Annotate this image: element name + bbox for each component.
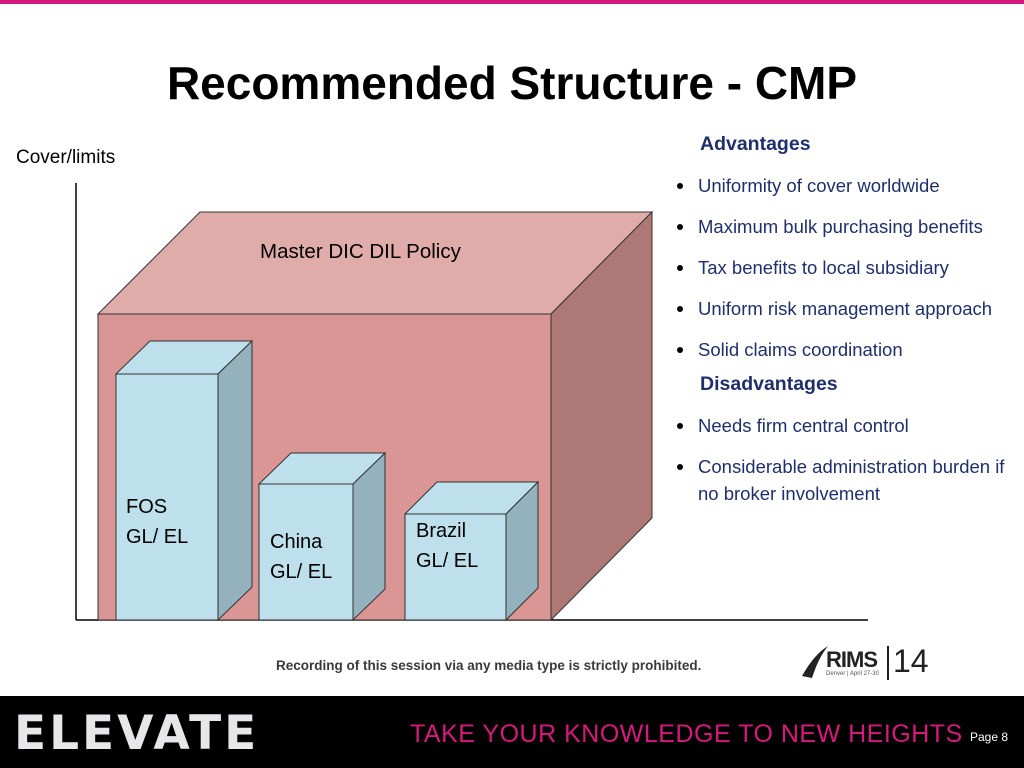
top-accent-rule: [0, 0, 1024, 4]
brazil-label-line1: Brazil: [416, 520, 467, 542]
fos-box-front: [115, 373, 219, 621]
disadvantages-list: Needs firm central control Considerable …: [674, 412, 1014, 507]
fos-box-label: FOS GL/ EL: [126, 492, 188, 552]
rims-swoosh-icon: [802, 646, 828, 678]
disadvantage-item: Needs firm central control: [674, 412, 1014, 439]
rims-logo-text: RIMS: [826, 647, 878, 672]
china-label-line2: GL/ EL: [270, 561, 333, 583]
disadvantage-item: Considerable administration burden if no…: [674, 453, 1014, 507]
advantage-item: Uniformity of cover worldwide: [674, 172, 1014, 199]
fos-box-side: [217, 339, 253, 622]
axis-label: Cover/limits: [16, 147, 116, 168]
advantage-item: Uniform risk management approach: [674, 295, 1014, 322]
pros-cons-panel: Advantages Uniformity of cover worldwide…: [674, 133, 1014, 507]
slide-title: Recommended Structure - CMP: [166, 57, 858, 109]
footer-bar: ELEVATE TAKE YOUR KNOWLEDGE TO NEW HEIGH…: [0, 696, 1024, 768]
brazil-box-front: [404, 513, 507, 621]
master-policy-label: Master DIC DIL Policy: [260, 240, 461, 263]
advantage-item: Tax benefits to local subsidiary: [674, 254, 1014, 281]
advantages-list: Uniformity of cover worldwide Maximum bu…: [674, 172, 1014, 363]
advantages-heading: Advantages: [700, 133, 811, 155]
china-box-front: [258, 483, 354, 621]
recording-disclaimer: Recording of this session via any media …: [276, 658, 702, 673]
disadvantages-heading: Disadvantages: [700, 373, 838, 395]
china-label-line1: China: [270, 531, 323, 553]
fos-label-line2: GL/ EL: [126, 526, 189, 548]
structure-diagram: [75, 183, 868, 622]
rims-logo-subtext: Denver | April 27-30: [826, 671, 879, 677]
page-number: Page 8: [970, 730, 1009, 744]
china-box-label: China GL/ EL: [270, 527, 332, 587]
brazil-label-line2: GL/ EL: [416, 550, 479, 572]
rims-logo-year: 14: [893, 643, 929, 679]
fos-label-line1: FOS: [126, 496, 168, 518]
elevate-logo: ELEVATE: [14, 706, 260, 761]
brazil-box-label: Brazil GL/ EL: [416, 516, 478, 576]
rims-logo-divider: [887, 646, 889, 680]
advantage-item: Maximum bulk purchasing benefits: [674, 213, 1014, 240]
footer-tagline: TAKE YOUR KNOWLEDGE TO NEW HEIGHTS: [410, 720, 963, 748]
advantage-item: Solid claims coordination: [674, 336, 1014, 363]
